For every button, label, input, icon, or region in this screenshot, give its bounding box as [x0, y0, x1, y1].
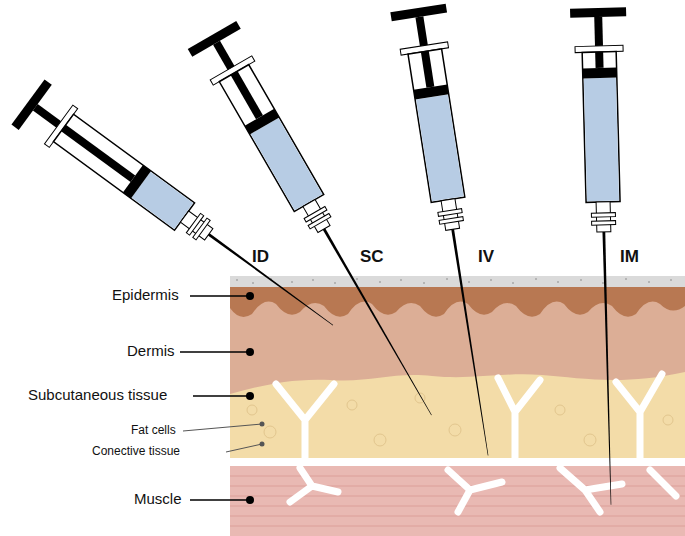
layer-label: Muscle: [134, 491, 182, 508]
liquid: [584, 78, 619, 202]
fat-cell: [555, 405, 565, 415]
hub: [591, 213, 615, 218]
leader-line: [190, 295, 250, 297]
plunger-stopper: [123, 165, 151, 198]
barrel: [219, 65, 323, 212]
plunger-stopper: [414, 84, 449, 99]
skin-surface: [230, 276, 685, 287]
plunger-rod: [595, 52, 603, 68]
muscle-layer: [230, 466, 685, 536]
vessel: [276, 384, 334, 458]
route-label: IM: [620, 248, 639, 267]
fascia-gap: [230, 458, 685, 466]
syringe: [390, 4, 515, 460]
leader-line: [193, 395, 250, 397]
hub: [308, 213, 331, 228]
syringe: [570, 7, 639, 505]
leader-lines-thin: [183, 424, 262, 452]
vessel: [290, 468, 338, 502]
barrel: [408, 49, 465, 202]
fat-cell: [374, 434, 386, 446]
leader-dot: [260, 442, 265, 447]
layer-label: Epidermis: [112, 287, 179, 304]
hub: [438, 209, 462, 217]
fat-cell: [264, 426, 276, 438]
vessels: [276, 374, 676, 512]
needle: [602, 232, 612, 505]
plunger-stopper: [245, 109, 279, 135]
barrel: [53, 114, 194, 230]
leader-line: [180, 351, 250, 353]
plunger-handle: [11, 79, 51, 130]
leader-dot: [246, 348, 254, 356]
part-label: Fat cells: [131, 424, 176, 437]
syringe: [11, 79, 349, 347]
fat-cell: [584, 434, 596, 446]
fat-cell: [663, 415, 673, 425]
leader-line: [226, 444, 262, 452]
layer-label: Dermis: [127, 343, 175, 360]
vessel: [560, 468, 622, 512]
needle: [323, 228, 433, 416]
vessel: [650, 470, 676, 496]
route-label: IV: [478, 248, 494, 267]
plunger-rod: [594, 17, 603, 68]
plunger-rod: [61, 125, 135, 182]
plunger-stopper: [583, 68, 617, 79]
hub: [193, 218, 210, 240]
epidermis-layer: [230, 287, 685, 317]
route-label: SC: [360, 248, 384, 267]
fat-cell: [449, 424, 461, 436]
needle: [208, 233, 334, 326]
vessel: [616, 374, 662, 458]
plunger-rod: [231, 71, 263, 119]
fat-cell: [247, 405, 257, 415]
leader-dot: [246, 292, 254, 300]
hub: [592, 221, 616, 226]
vessel: [448, 470, 502, 512]
plunger-handle: [188, 21, 241, 57]
part-label: Conective tissue: [92, 445, 180, 458]
leader-dot: [246, 392, 254, 400]
leader-dot: [260, 422, 265, 427]
hub: [439, 217, 463, 225]
route-label: ID: [252, 248, 269, 267]
leader-line: [190, 499, 250, 501]
leader-line: [183, 424, 262, 431]
plunger-handle: [570, 7, 626, 17]
vessel: [498, 378, 540, 458]
leader-lines: [180, 296, 250, 500]
plunger-rod: [421, 51, 434, 88]
barrel: [582, 52, 620, 203]
layer-label: Subcutaneous tissue: [28, 387, 167, 404]
leader-dot: [246, 496, 254, 504]
nozzle: [303, 200, 330, 233]
surface-specks: [236, 279, 672, 283]
liquid: [416, 94, 464, 201]
plunger-rod: [33, 104, 135, 182]
liquid: [251, 118, 323, 210]
fat-cell: [347, 400, 357, 410]
subcutaneous-layer: [230, 372, 685, 460]
nozzle: [180, 211, 212, 240]
